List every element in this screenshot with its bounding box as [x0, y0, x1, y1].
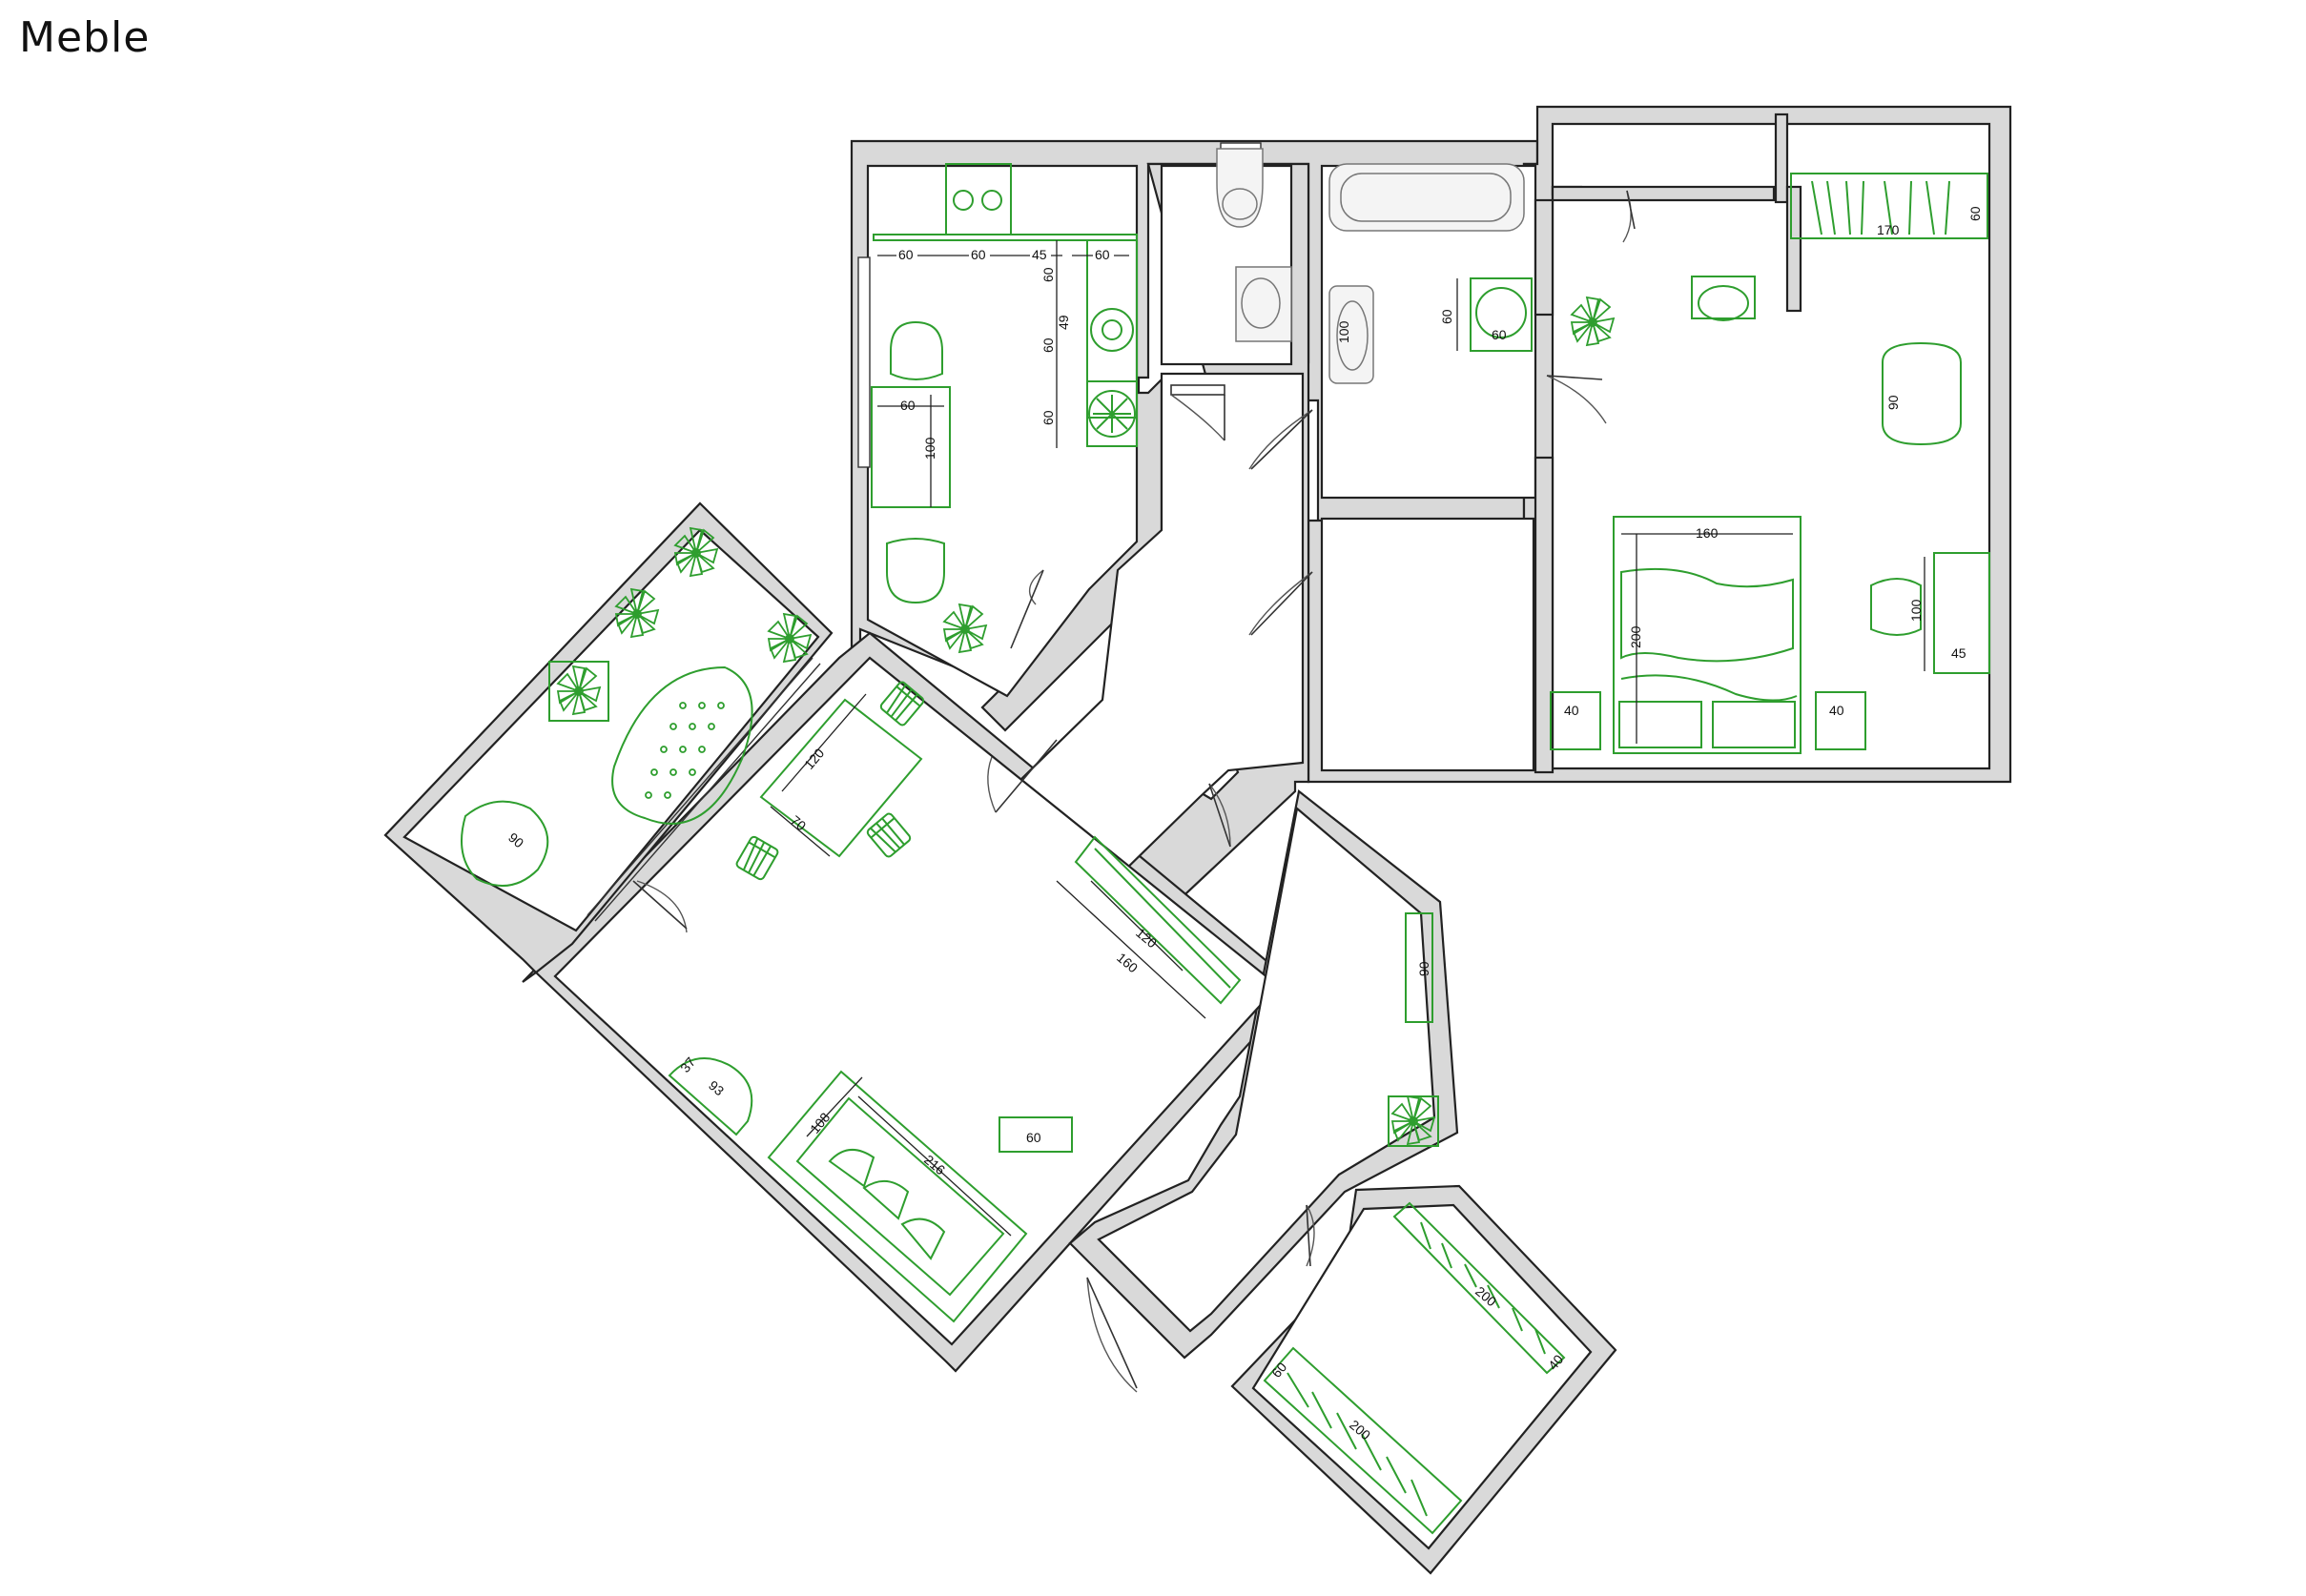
dim-hall-cab-w: 60 — [1492, 327, 1507, 342]
dim-kitchen-side-2: 49 — [1056, 315, 1071, 330]
page-title: Meble — [19, 13, 151, 62]
dim-hall-cab-h: 60 — [1439, 309, 1454, 324]
dim-nightstand-r: 40 — [1829, 703, 1844, 718]
dim-kitchen-side-3: 60 — [1040, 338, 1056, 353]
dim-desk-h: 100 — [1908, 599, 1924, 622]
dim-kitchen-2: 60 — [971, 247, 986, 262]
dim-desk-w: 45 — [1951, 645, 1966, 661]
kitchen-dimensions: 60 60 45 60 60 49 60 60 60 100 — [877, 240, 1129, 507]
dim-wardrobe-d: 60 — [1967, 206, 1983, 221]
bedroom-furniture: 170 60 90 160 200 40 40 100 45 — [1550, 173, 1990, 754]
dim-kitchen-side-4: 60 — [1040, 410, 1056, 425]
dim-kitchen-side-1: 60 — [1040, 267, 1056, 282]
small-bedroom-floor — [1251, 1203, 1593, 1550]
corridor-furniture: 90 — [1388, 912, 1439, 1147]
bedroom-floor — [1551, 122, 1991, 770]
dim-bath-sink: 100 — [1336, 320, 1351, 343]
kitchen-floor — [866, 164, 1139, 698]
room-floors — [402, 122, 1991, 1550]
dim-kitchen-table-h: 100 — [922, 437, 937, 460]
balcony-furniture: 90 — [461, 527, 812, 887]
kitchen-furniture — [871, 163, 1138, 653]
dim-kitchen-table-w: 60 — [900, 398, 916, 413]
dim-kitchen-4: 60 — [1095, 247, 1110, 262]
doors — [632, 190, 1636, 1393]
living-floor — [553, 656, 1280, 1346]
fixtures — [1216, 148, 1525, 384]
dim-corridor-cab: 90 — [1416, 961, 1431, 976]
storage-floor — [1320, 517, 1535, 772]
interior-walls — [1534, 113, 1802, 774]
bath-furniture: 100 60 60 — [1336, 277, 1533, 352]
balcony-floor — [402, 528, 820, 932]
dim-bed-l: 200 — [1628, 625, 1643, 648]
dim-bed-w: 160 — [1696, 525, 1719, 541]
dim-kitchen-3: 45 — [1032, 247, 1047, 262]
corridor-floor — [1097, 806, 1436, 1333]
dim-kitchen-1: 60 — [898, 247, 914, 262]
dim-armchair: 90 — [1885, 395, 1901, 410]
dim-coffee: 60 — [1026, 1130, 1041, 1145]
dim-wardrobe-w: 170 — [1877, 222, 1900, 237]
dim-nightstand-l: 40 — [1564, 703, 1579, 718]
